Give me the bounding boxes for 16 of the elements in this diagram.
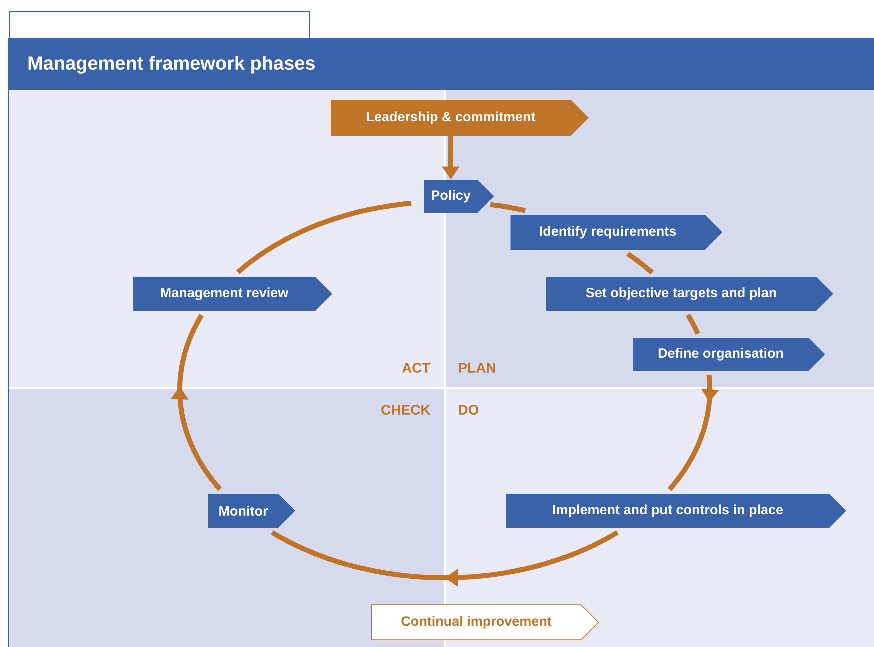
cycle-arrow [668, 374, 720, 492]
cycle-arrow [170, 314, 222, 492]
quadrant-label: PLAN [459, 363, 496, 373]
chevron-label: Policy [424, 180, 494, 213]
chevron-label: Identify requirements [510, 215, 723, 250]
chevron-label: Set objective targets and plan [546, 277, 834, 311]
quadrant-label: CHECK [382, 405, 431, 415]
chevron-label: Implement and put controls in place [506, 494, 847, 528]
chevron-label: Leadership & commitment [331, 100, 589, 136]
chevron-label: Management review [134, 277, 332, 311]
cycle-arrow [271, 530, 619, 587]
chevron-label: Continual improvement [371, 604, 600, 640]
quadrant-label: DO [459, 405, 479, 415]
title-band: Management framework phases [8, 38, 874, 90]
quadrant-label: ACT [402, 363, 431, 373]
chevron-label: Define organisation [633, 338, 826, 371]
